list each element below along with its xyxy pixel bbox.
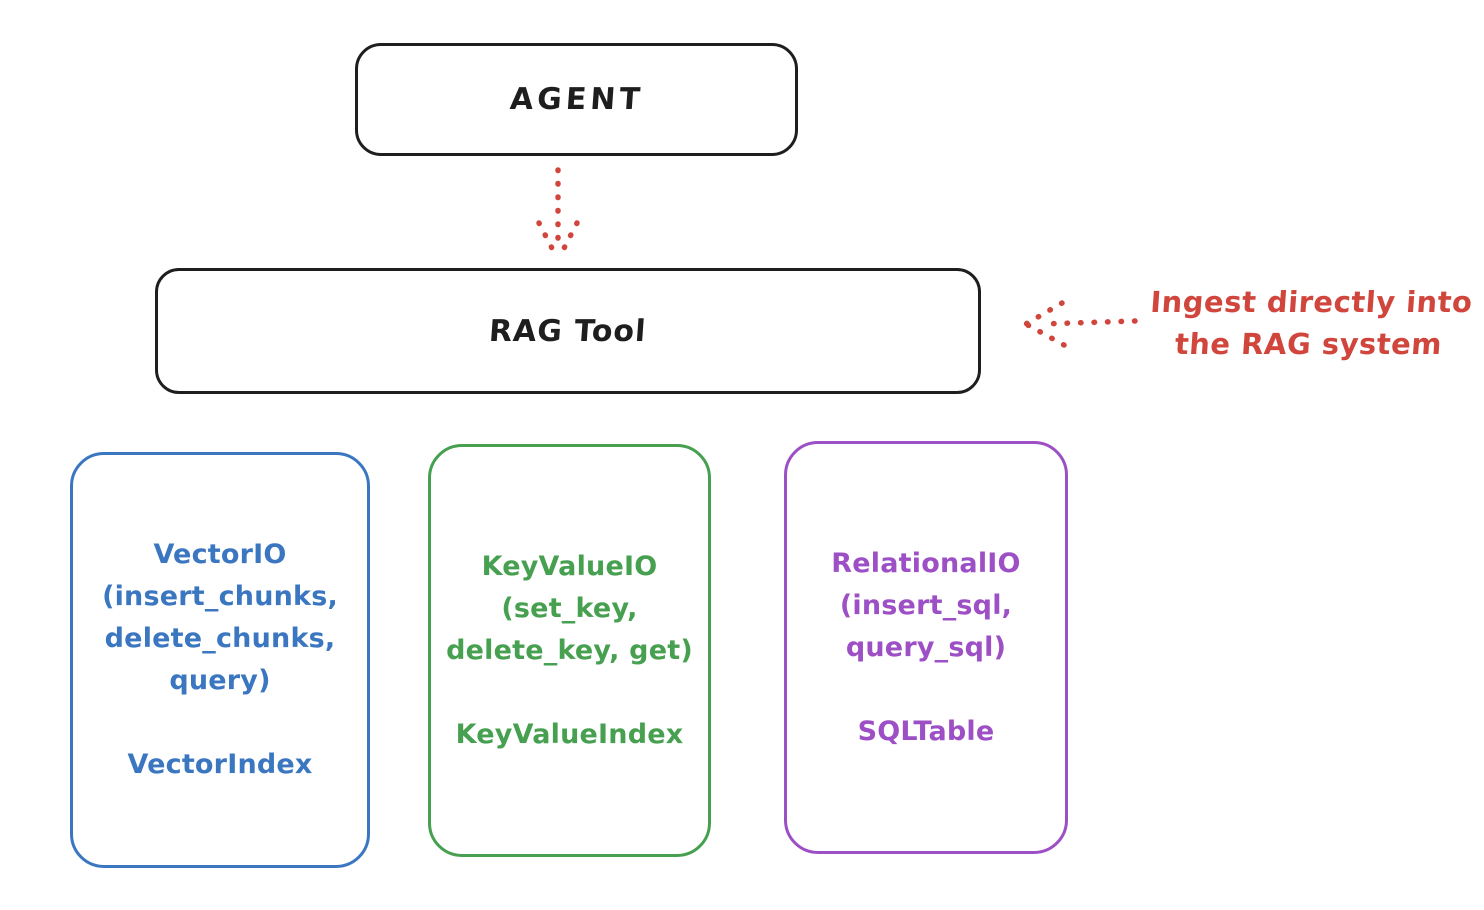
agent-node: AGENT — [355, 43, 798, 156]
ingest-annotation-line1: Ingest directly into — [1149, 285, 1474, 319]
keyvalue-io-methods-line: (set_key, — [501, 592, 638, 624]
vector-index-label: VectorIndex — [127, 749, 313, 780]
vector-io-methods-line: delete_chunks, — [104, 623, 336, 654]
vector-io-box: VectorIO (insert_chunks, delete_chunks, … — [70, 452, 370, 868]
agent-label: AGENT — [508, 82, 645, 117]
rag-tool-node: RAG Tool — [155, 268, 981, 394]
relational-io-box: RelationalIO (insert_sql, query_sql) SQL… — [784, 441, 1068, 854]
vector-io-methods-line: query) — [169, 665, 271, 696]
keyvalue-io-title: KeyValueIO — [481, 550, 658, 582]
annotation-to-ragtool-arrow — [1023, 300, 1138, 348]
rag-tool-label: RAG Tool — [488, 313, 648, 349]
vector-io-title: VectorIO — [153, 539, 287, 570]
ingest-annotation: Ingest directly into the RAG system — [1139, 281, 1481, 365]
ingest-annotation-line2: the RAG system — [1173, 327, 1444, 361]
keyvalue-io-box: KeyValueIO (set_key, delete_key, get) Ke… — [428, 444, 711, 857]
relational-io-title: RelationalIO — [831, 547, 1021, 579]
agent-to-ragtool-arrow — [536, 167, 580, 261]
relational-io-methods-line: query_sql) — [845, 631, 1007, 663]
keyvalue-io-methods-line: delete_key, get) — [446, 634, 693, 666]
keyvalue-index-label: KeyValueIndex — [455, 718, 684, 750]
relational-io-methods-line: (insert_sql, — [839, 589, 1013, 621]
sql-table-label: SQLTable — [857, 715, 995, 747]
vector-io-methods-line: (insert_chunks, — [102, 581, 338, 612]
